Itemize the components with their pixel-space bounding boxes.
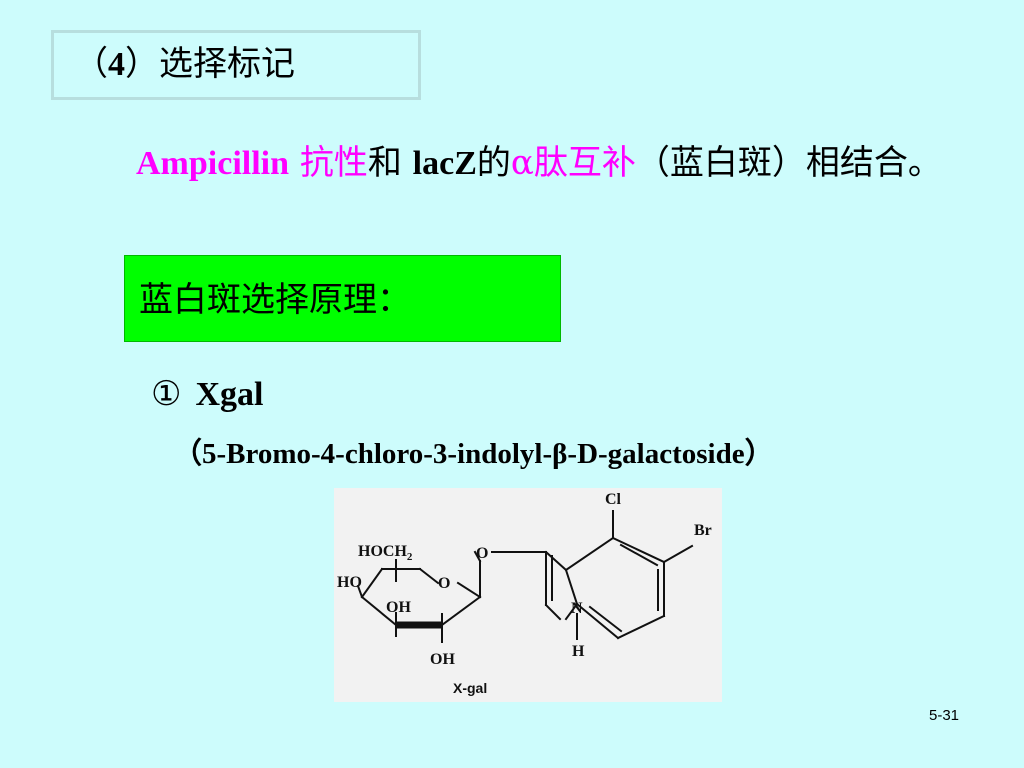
slide-number: 5-31 bbox=[929, 707, 960, 724]
nitrogen-label: N bbox=[571, 600, 583, 617]
oh-upper-label: OH bbox=[386, 599, 411, 616]
open-paren: （ bbox=[635, 143, 670, 183]
xgal-structure-diagram: HOCH2 O HO OH OH O Cl Br N H X-gal bbox=[337, 491, 712, 696]
slide-title: （4）选择标记 bbox=[74, 44, 295, 85]
xgal-name: Xgal bbox=[195, 376, 264, 413]
chlorine-label: Cl bbox=[605, 491, 622, 508]
blue-white-screening: 蓝白斑 bbox=[669, 143, 772, 183]
intro-paragraph: Ampicillin 抗性和 lacZ的α肽互补（蓝白斑）相结合。 bbox=[136, 139, 942, 188]
and-word: 和 bbox=[367, 143, 402, 183]
oh-lower-label: OH bbox=[430, 651, 455, 668]
full-name-before-beta: 5-Bromo-4-chloro-3-indolyl- bbox=[202, 438, 553, 470]
xgal-marker: ① bbox=[151, 374, 182, 414]
resistance-term: 抗性 bbox=[299, 143, 368, 183]
ampicillin-term: Ampicillin bbox=[136, 145, 290, 182]
alpha-complement-term: 肽互补 bbox=[533, 143, 636, 183]
title-number: 4 bbox=[108, 46, 125, 83]
hoch2-label: HOCH2 bbox=[358, 543, 413, 563]
lacz-term: lacZ bbox=[412, 145, 477, 182]
hoch-text: HOCH bbox=[358, 543, 407, 560]
title-box: （4）选择标记 bbox=[51, 30, 421, 100]
glycosidic-oxygen-label: O bbox=[476, 545, 488, 562]
ho-label: HO bbox=[337, 574, 362, 591]
possessive-word: 的 bbox=[476, 143, 511, 183]
principle-box: 蓝白斑选择原理： bbox=[124, 255, 561, 342]
full-name-open-paren: （ bbox=[173, 438, 203, 470]
xgal-structure-panel: HOCH2 O HO OH OH O Cl Br N H X-gal bbox=[334, 488, 722, 702]
ring-oxygen-label: O bbox=[438, 575, 450, 592]
alpha-symbol: α bbox=[510, 143, 534, 183]
xgal-caption: X-gal bbox=[453, 680, 487, 696]
title-prefix: （ bbox=[74, 44, 108, 84]
hydrogen-label: H bbox=[572, 643, 585, 660]
xgal-item: ① Xgal bbox=[151, 373, 263, 416]
xgal-full-name: （5-Bromo-4-chloro-3-indolyl-β-D-galactos… bbox=[173, 435, 774, 473]
principle-label: 蓝白斑选择原理： bbox=[139, 280, 411, 320]
title-suffix: ）选择标记 bbox=[125, 44, 295, 84]
intro-ending: ）相结合。 bbox=[771, 143, 942, 183]
bromine-label: Br bbox=[694, 522, 712, 539]
full-name-after-beta: -D-galactoside bbox=[567, 438, 745, 470]
full-name-beta: β bbox=[552, 438, 568, 470]
full-name-close-paren: ） bbox=[744, 438, 774, 470]
hoch-subscript: 2 bbox=[407, 551, 413, 563]
